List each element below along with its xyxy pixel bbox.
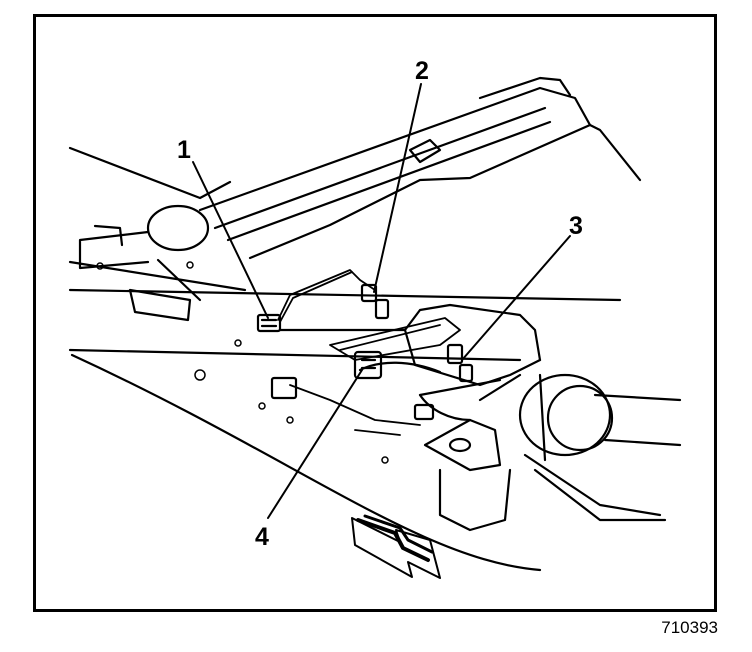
callout-2: 2	[415, 57, 429, 85]
callout-4: 4	[255, 523, 269, 551]
figure-id: 710393	[661, 618, 718, 637]
sensor-connector-4	[353, 350, 383, 380]
front-direction-arrow-icon	[351, 514, 441, 579]
sensor-connector-1	[256, 313, 282, 333]
leader-line-2	[373, 83, 422, 293]
muffler-left	[78, 204, 210, 322]
frame-fasteners	[96, 261, 389, 464]
callout-1: 1	[177, 136, 191, 164]
cross-member	[198, 76, 642, 260]
leader-line-4	[267, 369, 363, 519]
exhaust-mount-bracket	[423, 373, 547, 532]
oxygen-sensor-3	[446, 343, 474, 383]
callout-3: 3	[569, 212, 583, 240]
sensor-harness	[277, 269, 461, 436]
leader-line-3	[461, 235, 571, 361]
oxygen-sensor-2	[360, 283, 390, 320]
extra-connector	[270, 376, 435, 421]
frame-rail-left	[68, 146, 622, 572]
exhaust-pipe	[278, 303, 682, 522]
leader-lines	[192, 83, 571, 519]
leader-line-1	[192, 161, 269, 319]
